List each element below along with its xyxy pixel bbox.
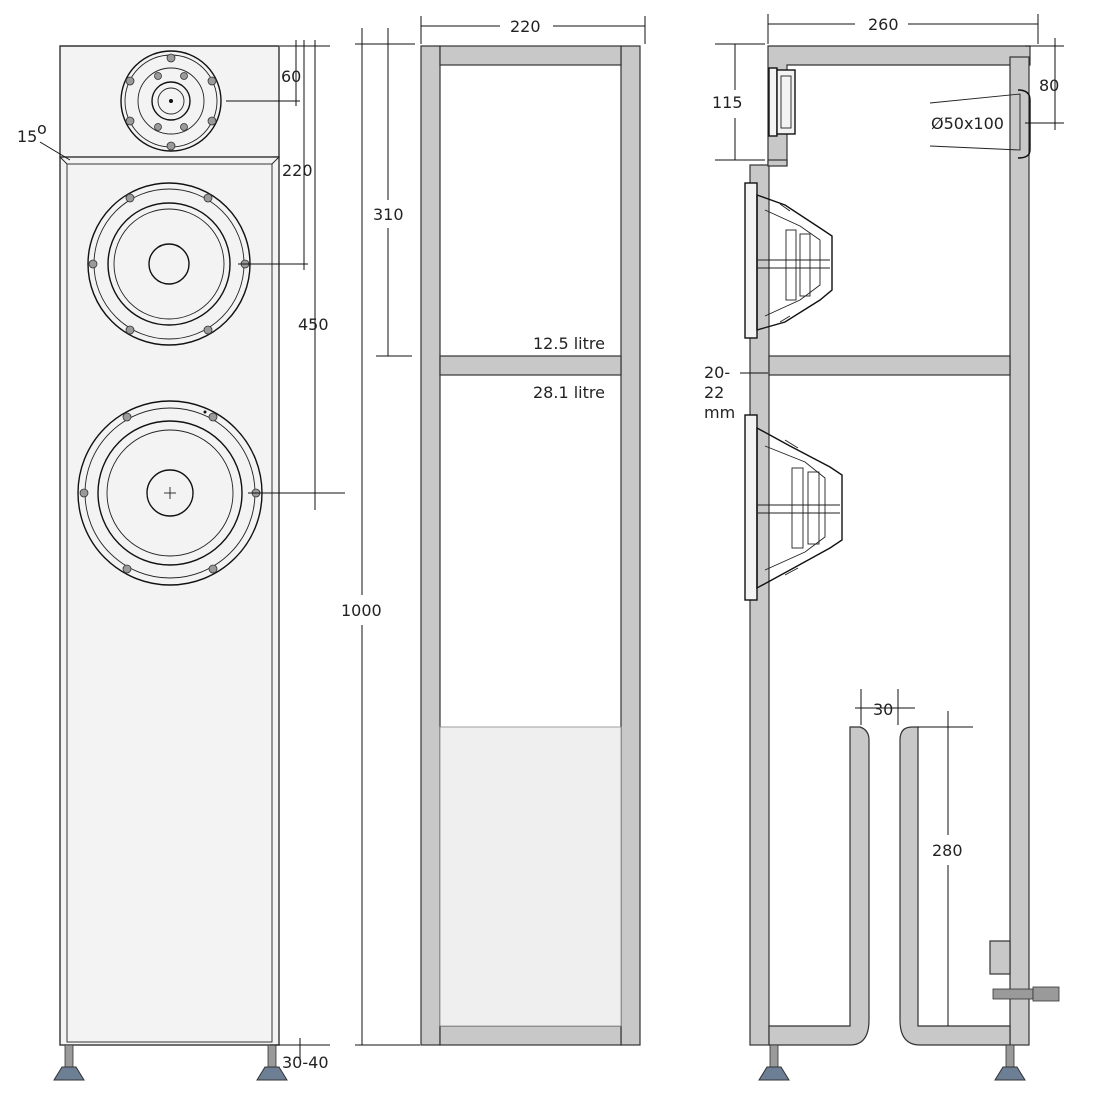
label-front-width: 220	[510, 17, 541, 36]
front-view: 60 220 450 15 o 30-40	[17, 40, 345, 1081]
section-divider	[439, 355, 622, 376]
woofer2-screws	[79, 412, 261, 574]
front-dimensions	[39, 40, 345, 1060]
section-damping-area	[439, 726, 622, 1027]
label-tweeter-woofer2-spacing: 450	[298, 315, 329, 334]
side-line-panel-left	[768, 726, 870, 1046]
label-baffle-angle: 15	[17, 127, 37, 146]
section-view: 220 310 1000 12.5 litre 28.1 litre	[341, 16, 646, 1046]
label-upper-chamber-height: 310	[373, 205, 404, 224]
side-woofer-lower	[744, 414, 843, 601]
label-panel-thickness-unit: mm	[704, 403, 735, 422]
front-cabinet-outline	[59, 156, 280, 1046]
side-front-baffle	[749, 164, 770, 1046]
section-right-wall	[620, 45, 641, 1046]
side-woofer-upper	[744, 182, 833, 339]
tweeter-front	[120, 50, 222, 152]
woofer1-screws	[88, 193, 250, 335]
label-panel-thickness-1: 20-	[704, 363, 730, 382]
section-dimensions	[355, 16, 646, 1046]
side-back-wall	[1009, 56, 1030, 1046]
label-panel-thickness-2: 22	[704, 383, 724, 402]
side-tweeter	[768, 67, 796, 137]
label-upper-volume: 12.5 litre	[533, 334, 605, 353]
side-tweeter-chamber	[767, 45, 1031, 166]
label-side-depth: 260	[868, 15, 899, 34]
section-top-panel	[439, 45, 622, 66]
front-baffle-inner	[66, 163, 273, 1043]
label-baffle-angle-unit: o	[37, 119, 47, 138]
side-line-panel-right	[899, 726, 1011, 1046]
section-bottom-panel	[439, 1025, 622, 1046]
side-feet	[758, 1044, 1026, 1081]
label-line-height: 280	[932, 841, 963, 860]
label-tweeter-chamber-height: 115	[712, 93, 743, 112]
label-port-offset: 80	[1039, 76, 1059, 95]
label-lower-volume: 28.1 litre	[533, 383, 605, 402]
label-total-height: 1000	[341, 601, 382, 620]
side-dimensions	[715, 14, 1064, 1026]
label-feet-height: 30-40	[282, 1053, 329, 1072]
side-view: 260 115 80 Ø50x100 20- 22 mm 30 280	[704, 14, 1064, 1081]
label-tweeter-offset: 60	[281, 67, 301, 86]
front-feet	[53, 1044, 288, 1081]
label-port-size: Ø50x100	[931, 114, 1004, 133]
side-port	[929, 89, 1031, 159]
label-line-width: 30	[873, 700, 893, 719]
section-left-wall	[420, 45, 441, 1046]
label-tweeter-woofer1-spacing: 220	[282, 161, 313, 180]
tweeter-screws	[125, 53, 217, 151]
side-divider	[768, 355, 1011, 376]
